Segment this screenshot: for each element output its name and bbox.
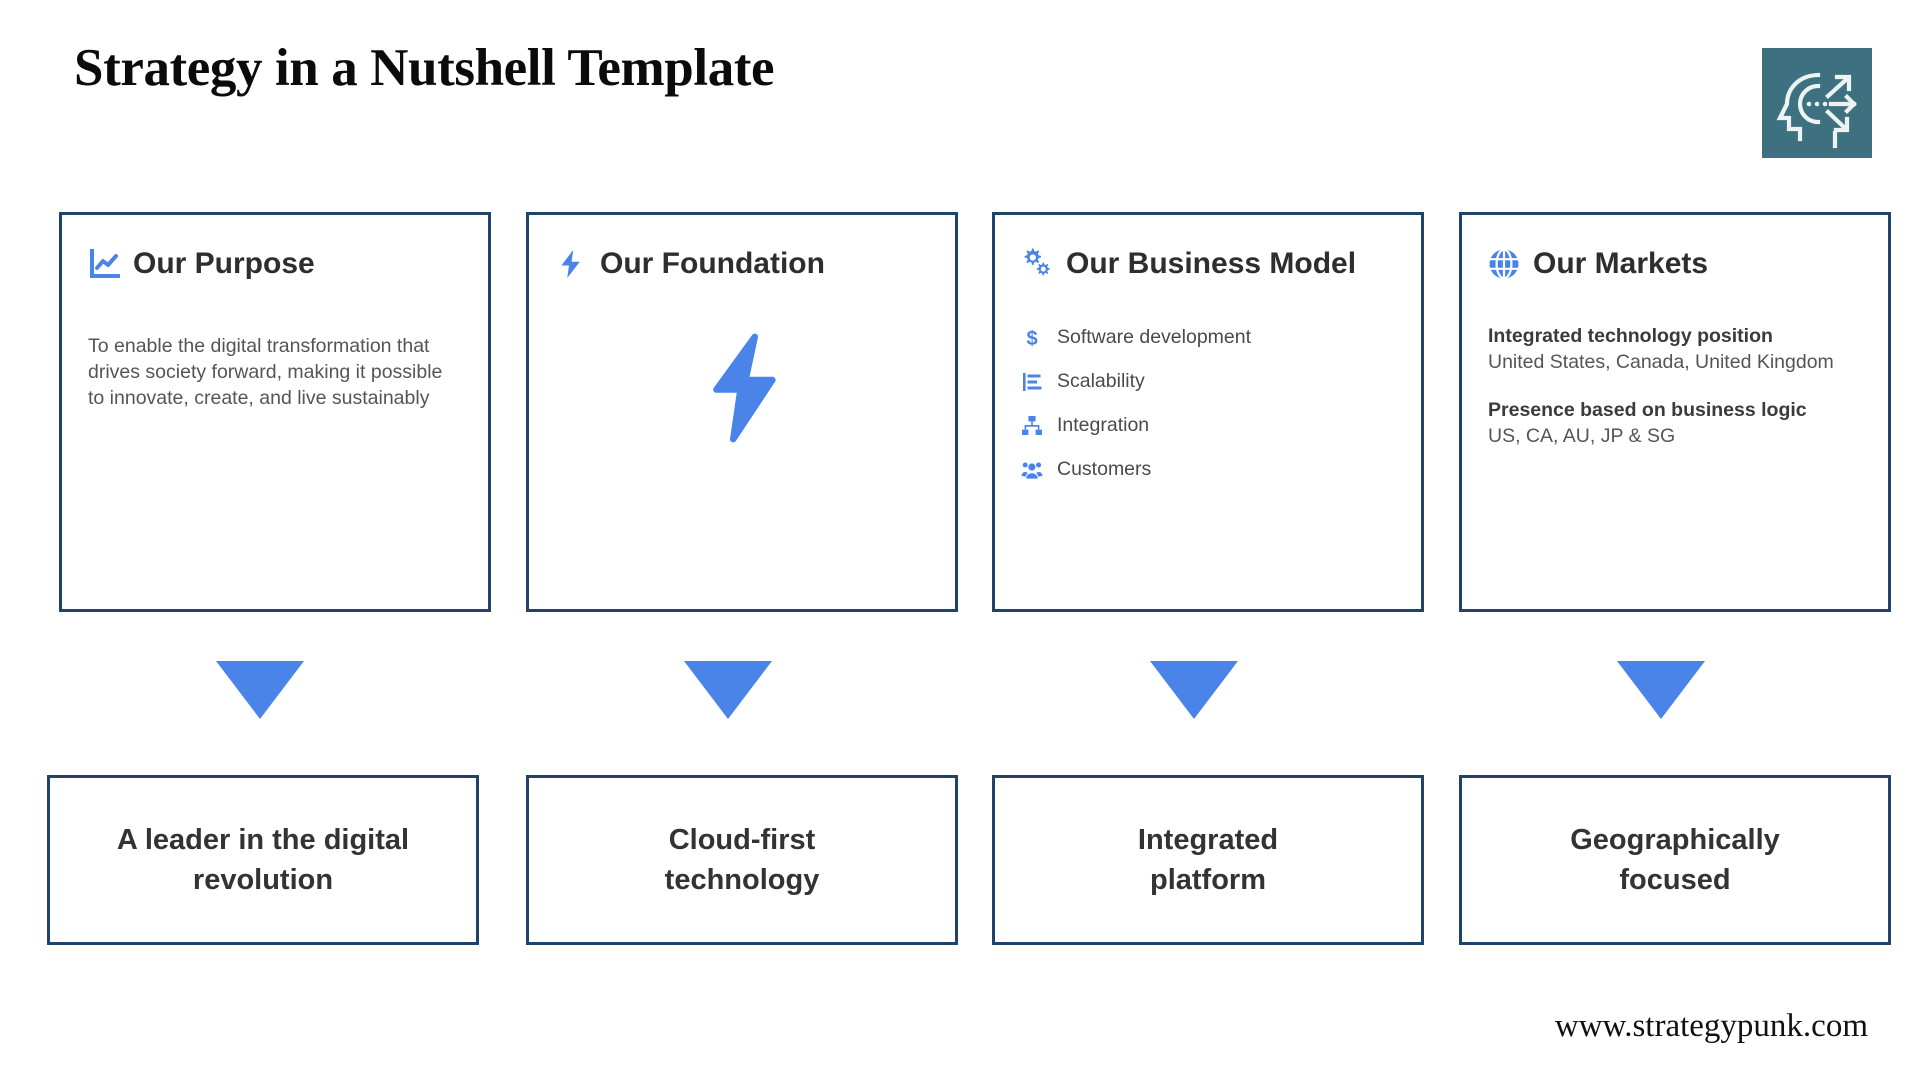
list-item-label: Software development	[1057, 326, 1252, 349]
result-text: Integrated platform	[1137, 824, 1279, 896]
purpose-description: To enable the digital transformation tha…	[88, 335, 443, 409]
markets-block-heading: Presence based on business logic	[1488, 399, 1807, 421]
markets-block: Presence based on business logic US, CA,…	[1488, 397, 1853, 449]
result-text: Geographically focused	[1570, 824, 1780, 896]
network-hierarchy-icon	[1021, 415, 1043, 437]
list-item[interactable]: Scalability	[1021, 367, 1401, 397]
markets-block-heading: Integrated technology position	[1488, 325, 1773, 347]
down-arrow-icon	[684, 661, 772, 719]
card-title: Our Purpose	[133, 247, 315, 280]
card-header: Our Foundation	[554, 247, 825, 281]
down-arrow-icon	[1150, 661, 1238, 719]
card-header: Our Purpose	[87, 247, 315, 281]
result-box-purpose[interactable]: A leader in the digital revolution	[47, 775, 479, 945]
page-title: Strategy in a Nutshell Template	[74, 39, 775, 97]
bar-chart-icon	[1021, 371, 1043, 393]
markets-block-text: United States, Canada, United Kingdom	[1488, 351, 1834, 373]
globe-icon	[1487, 247, 1521, 281]
footer-website-url[interactable]: www.strategypunk.com	[1554, 1008, 1868, 1044]
list-item-label: Customers	[1057, 458, 1152, 481]
line-chart-icon	[87, 247, 121, 281]
card-our-foundation[interactable]: Our Foundation	[526, 212, 958, 612]
business-model-list: $ Software development Scalability	[1021, 323, 1401, 499]
result-box-foundation[interactable]: Cloud-first technology	[526, 775, 958, 945]
card-title: Our Foundation	[600, 247, 825, 280]
card-our-markets[interactable]: Our Markets Integrated technology positi…	[1459, 212, 1891, 612]
gears-icon	[1020, 247, 1054, 281]
dollar-sign-icon: $	[1021, 327, 1043, 349]
result-text: A leader in the digital revolution	[116, 824, 410, 896]
down-arrow-icon	[1617, 661, 1705, 719]
card-header: Our Business Model	[1020, 247, 1356, 281]
list-item-label: Integration	[1057, 414, 1150, 437]
lightning-bolt-large-icon	[529, 330, 955, 446]
card-title: Our Business Model	[1066, 247, 1357, 280]
markets-block: Integrated technology position United St…	[1488, 323, 1853, 375]
head-with-arrows-icon	[1762, 48, 1872, 158]
card-our-purpose[interactable]: Our Purpose To enable the digital transf…	[59, 212, 491, 612]
lightning-bolt-icon	[554, 247, 588, 281]
markets-content: Integrated technology position United St…	[1488, 323, 1853, 471]
list-item[interactable]: $ Software development	[1021, 323, 1401, 353]
card-title: Our Markets	[1533, 247, 1709, 280]
people-group-icon	[1021, 459, 1043, 481]
down-arrow-icon	[216, 661, 304, 719]
list-item-label: Scalability	[1057, 370, 1145, 393]
card-our-business-model[interactable]: Our Business Model $ Software developmen…	[992, 212, 1424, 612]
result-box-business-model[interactable]: Integrated platform	[992, 775, 1424, 945]
list-item[interactable]: Customers	[1021, 455, 1401, 485]
markets-block-text: US, CA, AU, JP & SG	[1488, 425, 1676, 447]
brand-logo	[1762, 48, 1872, 158]
list-item[interactable]: Integration	[1021, 411, 1401, 441]
card-header: Our Markets	[1487, 247, 1708, 281]
result-text: Cloud-first technology	[664, 824, 820, 896]
result-box-markets[interactable]: Geographically focused	[1459, 775, 1891, 945]
svg-text:$: $	[1026, 328, 1037, 349]
